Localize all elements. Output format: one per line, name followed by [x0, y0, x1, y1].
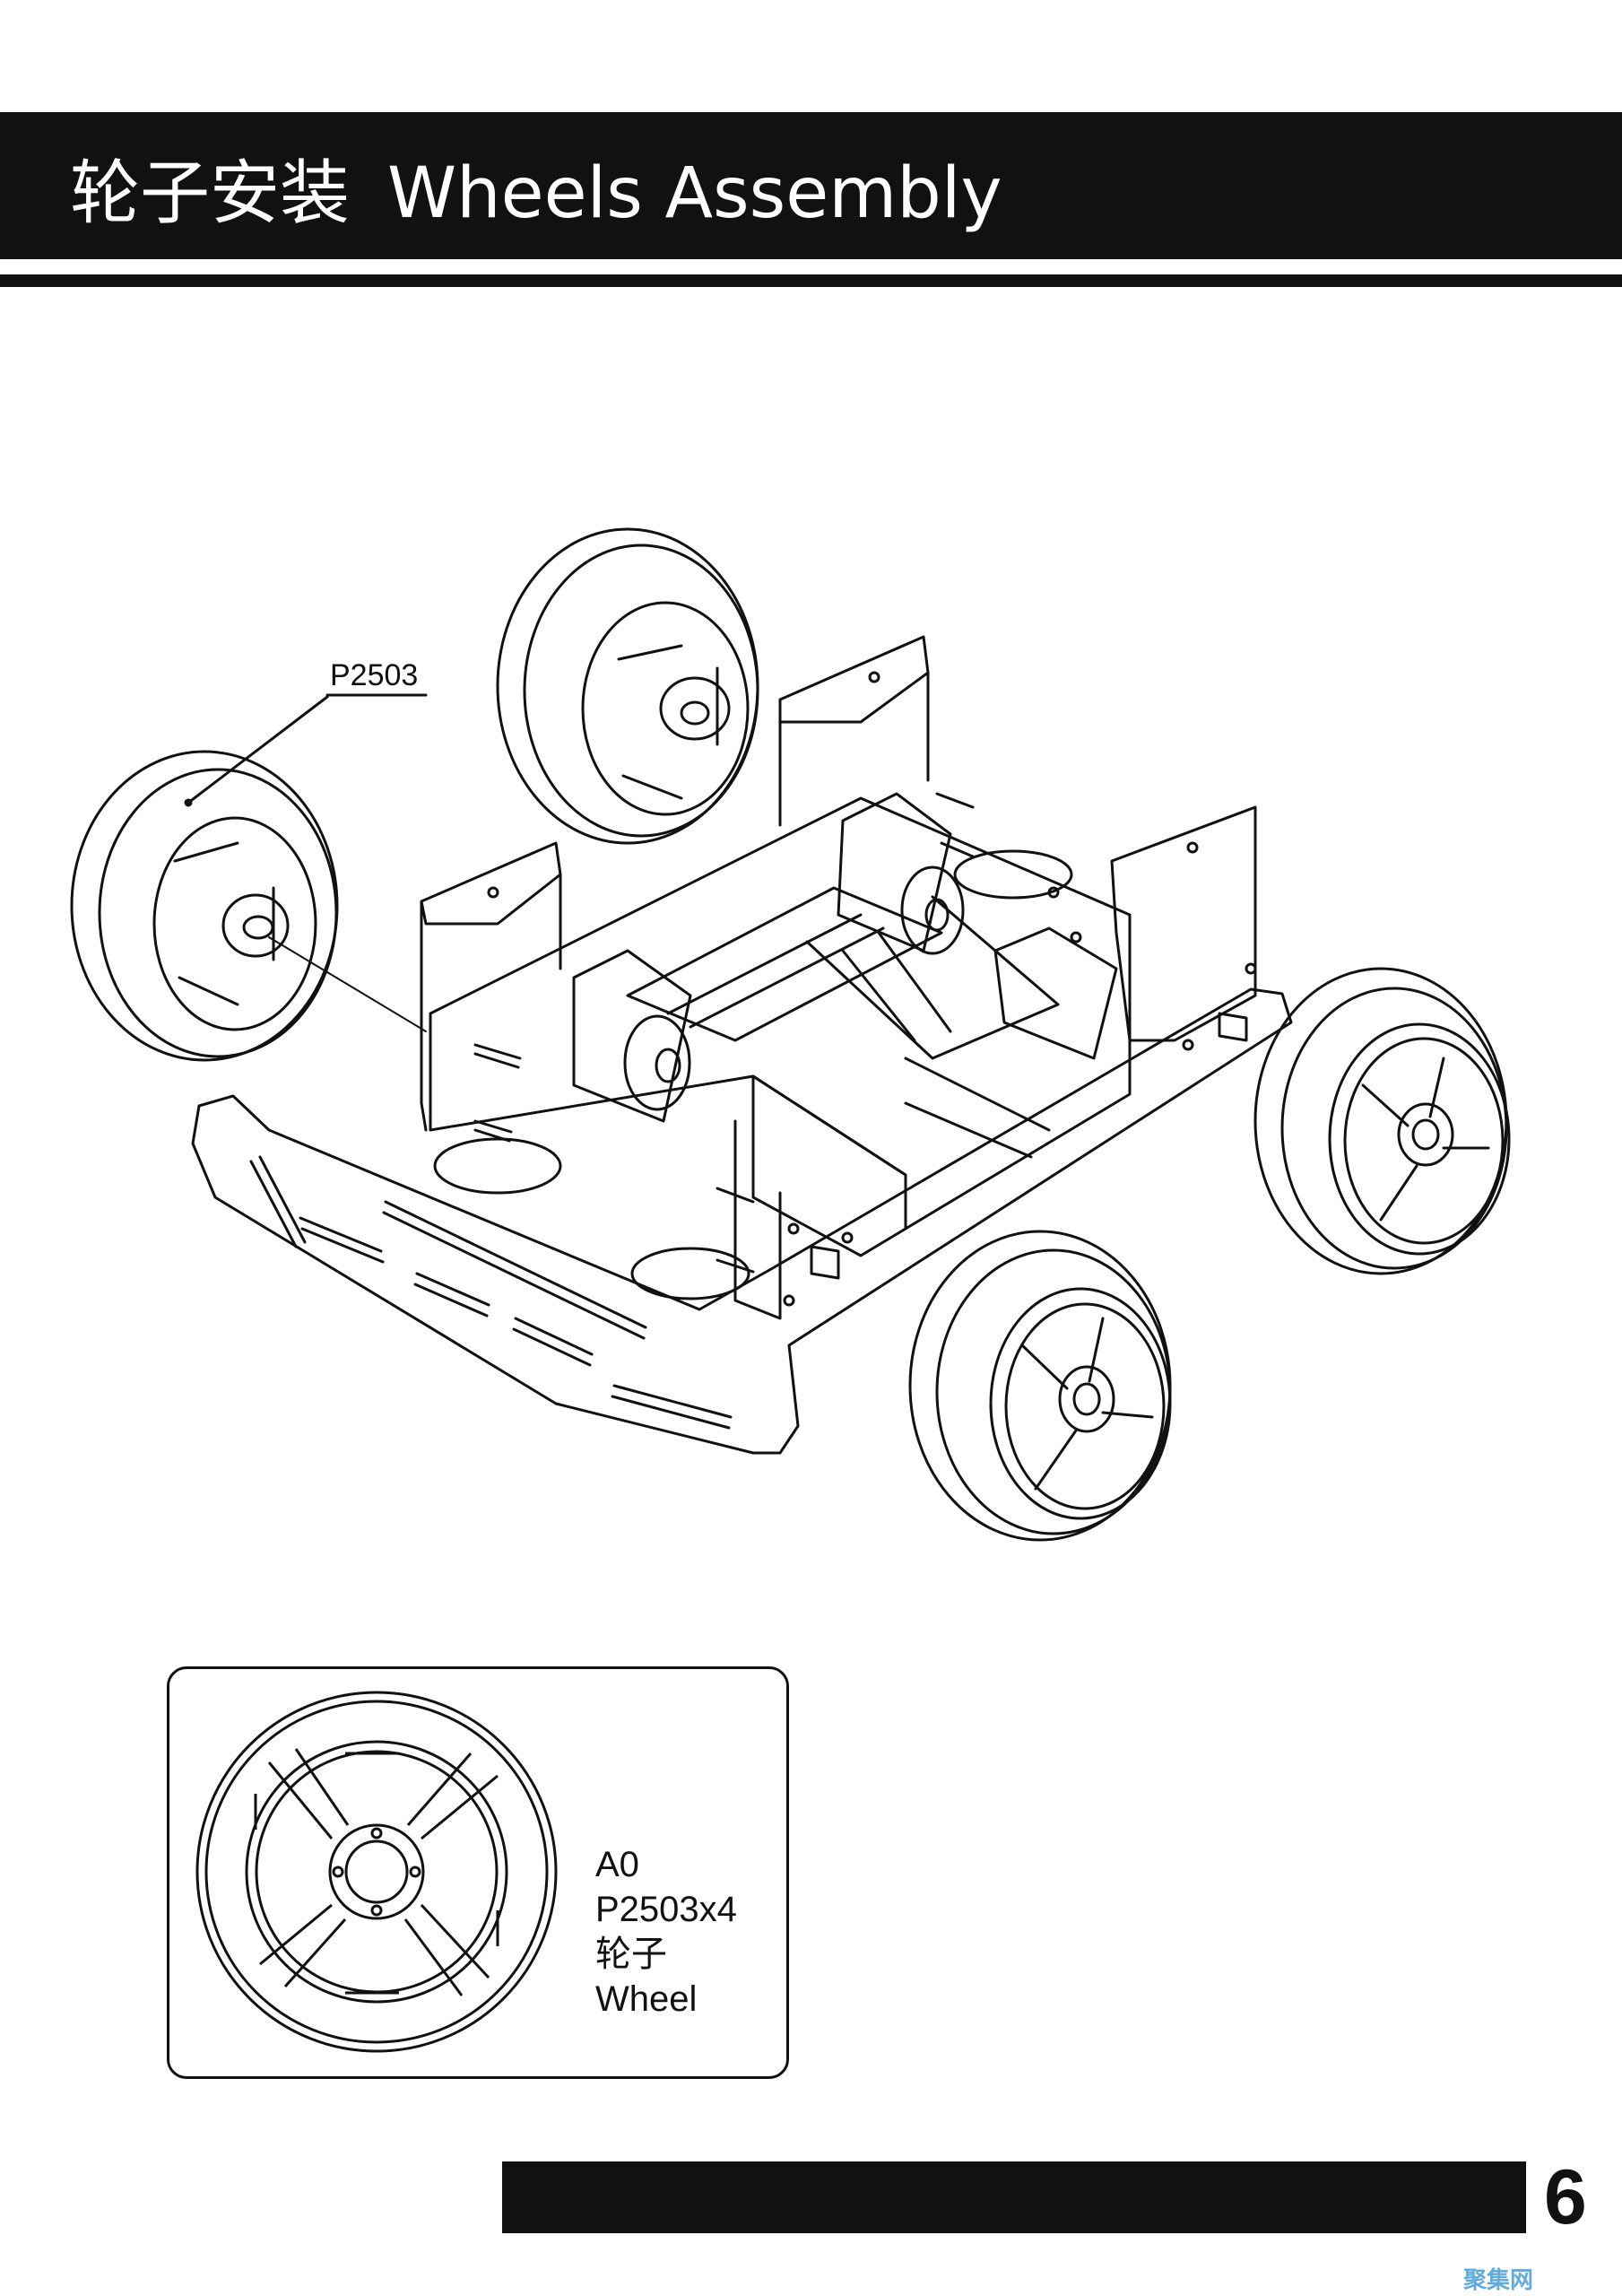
mount-hole [487, 886, 499, 899]
chassis-wall [733, 1119, 782, 1320]
base-slot [512, 1317, 594, 1367]
parts-name-en: Wheel [595, 1979, 698, 2019]
inner-rail [666, 913, 885, 1029]
inner-rail [904, 1057, 1051, 1159]
motor [837, 792, 952, 952]
base-plate [191, 987, 1293, 1455]
front-bracket [1110, 805, 1257, 1042]
header-divider [0, 274, 1622, 287]
left-bracket [420, 841, 562, 1132]
mount-hole [868, 671, 880, 683]
base-oval-slot [630, 1247, 750, 1300]
base-slot [611, 1384, 733, 1430]
callout-dot [184, 798, 193, 807]
standoff [810, 1012, 1248, 1280]
alignment-line [268, 936, 427, 1032]
watermark-logo: 聚集网 [1463, 2267, 1534, 2294]
mount-hole [783, 1294, 795, 1307]
wheel-part-illustration [195, 1691, 558, 2053]
parts-panel [167, 1666, 789, 2079]
base-slot [249, 1155, 307, 1248]
mount-hole [1070, 931, 1082, 944]
base-slot [382, 1200, 647, 1340]
header-bar [0, 112, 1622, 259]
motor-end [623, 1014, 691, 1111]
wheel-unmounted-top [496, 527, 759, 845]
base-oval-slot [433, 1137, 562, 1195]
mount-hole [1245, 962, 1257, 975]
base-oval-slot [953, 849, 1073, 900]
mount-hole [787, 1222, 800, 1235]
motor [993, 926, 1118, 1060]
footer-bar [502, 2161, 1526, 2233]
wheel-mounted-front [908, 1230, 1172, 1542]
parts-qty: P2503x4 [595, 1890, 737, 1929]
chassis-wall [429, 796, 1132, 1231]
part-callout-label: P2503 [330, 658, 419, 692]
parts-step: A0 [595, 1845, 639, 1884]
right-bracket [778, 635, 930, 827]
chassis-wall [751, 1074, 907, 1257]
page-title-en: Wheels Assembly [387, 153, 1002, 234]
motor-end [900, 865, 965, 955]
mount-hole [841, 1231, 854, 1244]
inner-rail [626, 886, 943, 1042]
motor-end [924, 898, 950, 932]
screw [473, 1043, 522, 1143]
parts-name-cn: 轮子 [595, 1935, 667, 1974]
wheel-mounted-right [1253, 967, 1511, 1275]
motor-end [655, 1048, 681, 1083]
base-slot [299, 1216, 385, 1264]
mount-hole [1186, 841, 1199, 854]
mount-hole [1182, 1039, 1194, 1051]
inner-rail [805, 895, 1060, 1060]
page-title-cn: 轮子安装 [70, 153, 351, 234]
motor [572, 949, 692, 1123]
callout-leader [186, 693, 428, 804]
screw [716, 792, 975, 1274]
mount-hole [1047, 886, 1060, 899]
inner-rail [841, 931, 952, 1042]
base-slot [413, 1272, 490, 1318]
page-number: 6 [1544, 2154, 1587, 2240]
parts-list: A0 P2503x4 轮子 Wheel [595, 1842, 737, 2022]
wheel-unmounted-left [70, 750, 339, 1062]
